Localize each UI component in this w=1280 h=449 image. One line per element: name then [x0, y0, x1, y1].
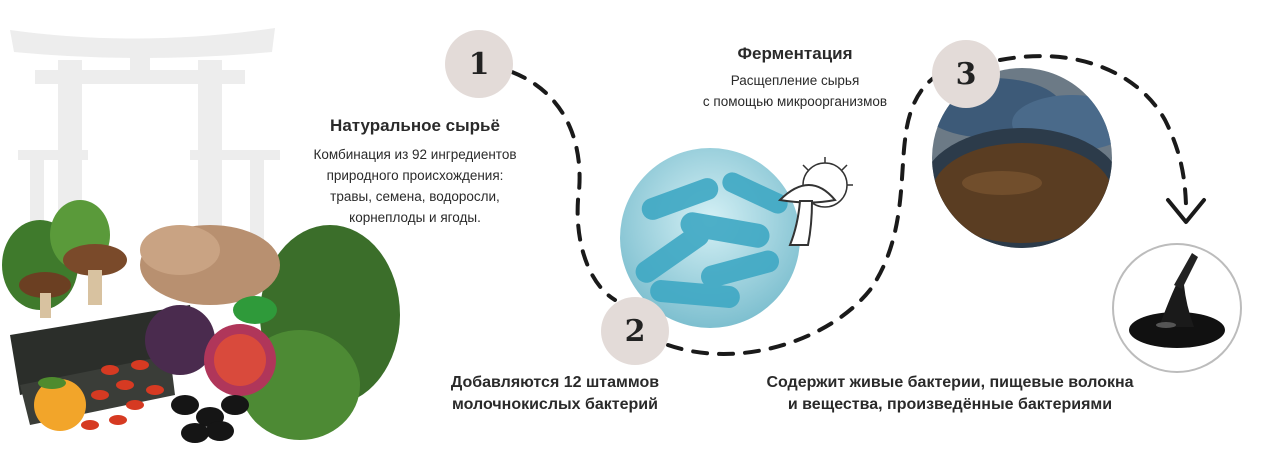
- step-3-description: Ферментация Расщепление сырья с помощью …: [660, 44, 930, 112]
- step-1-number-badge: 1: [445, 30, 513, 98]
- step-3-title: Ферментация: [737, 44, 853, 63]
- step-1-description: Натуральное сырьё Комбинация из 92 ингре…: [290, 116, 540, 228]
- fermentation-photo: [932, 68, 1112, 248]
- step-2-number-badge: 2: [601, 297, 669, 365]
- step-1-text: Комбинация из 92 ингредиентов природного…: [313, 147, 517, 225]
- step-2-description: Добавляются 12 штаммов молочнокислых бак…: [450, 374, 660, 413]
- result-description: Содержит живые бактерии, пищевые волокна…: [766, 374, 1134, 413]
- final-product-illustration: [1112, 243, 1242, 373]
- step-3-number-badge: 3: [932, 40, 1000, 108]
- arrow-down-icon: [1166, 198, 1206, 224]
- bacteria-photo: [620, 148, 800, 328]
- step-3-text: Расщепление сырья с помощью микроорганиз…: [702, 73, 888, 109]
- step-1-title: Натуральное сырьё: [330, 116, 500, 135]
- mushroom-sketch-icon: [777, 157, 853, 246]
- natural-ingredients-illustration: [2, 200, 400, 443]
